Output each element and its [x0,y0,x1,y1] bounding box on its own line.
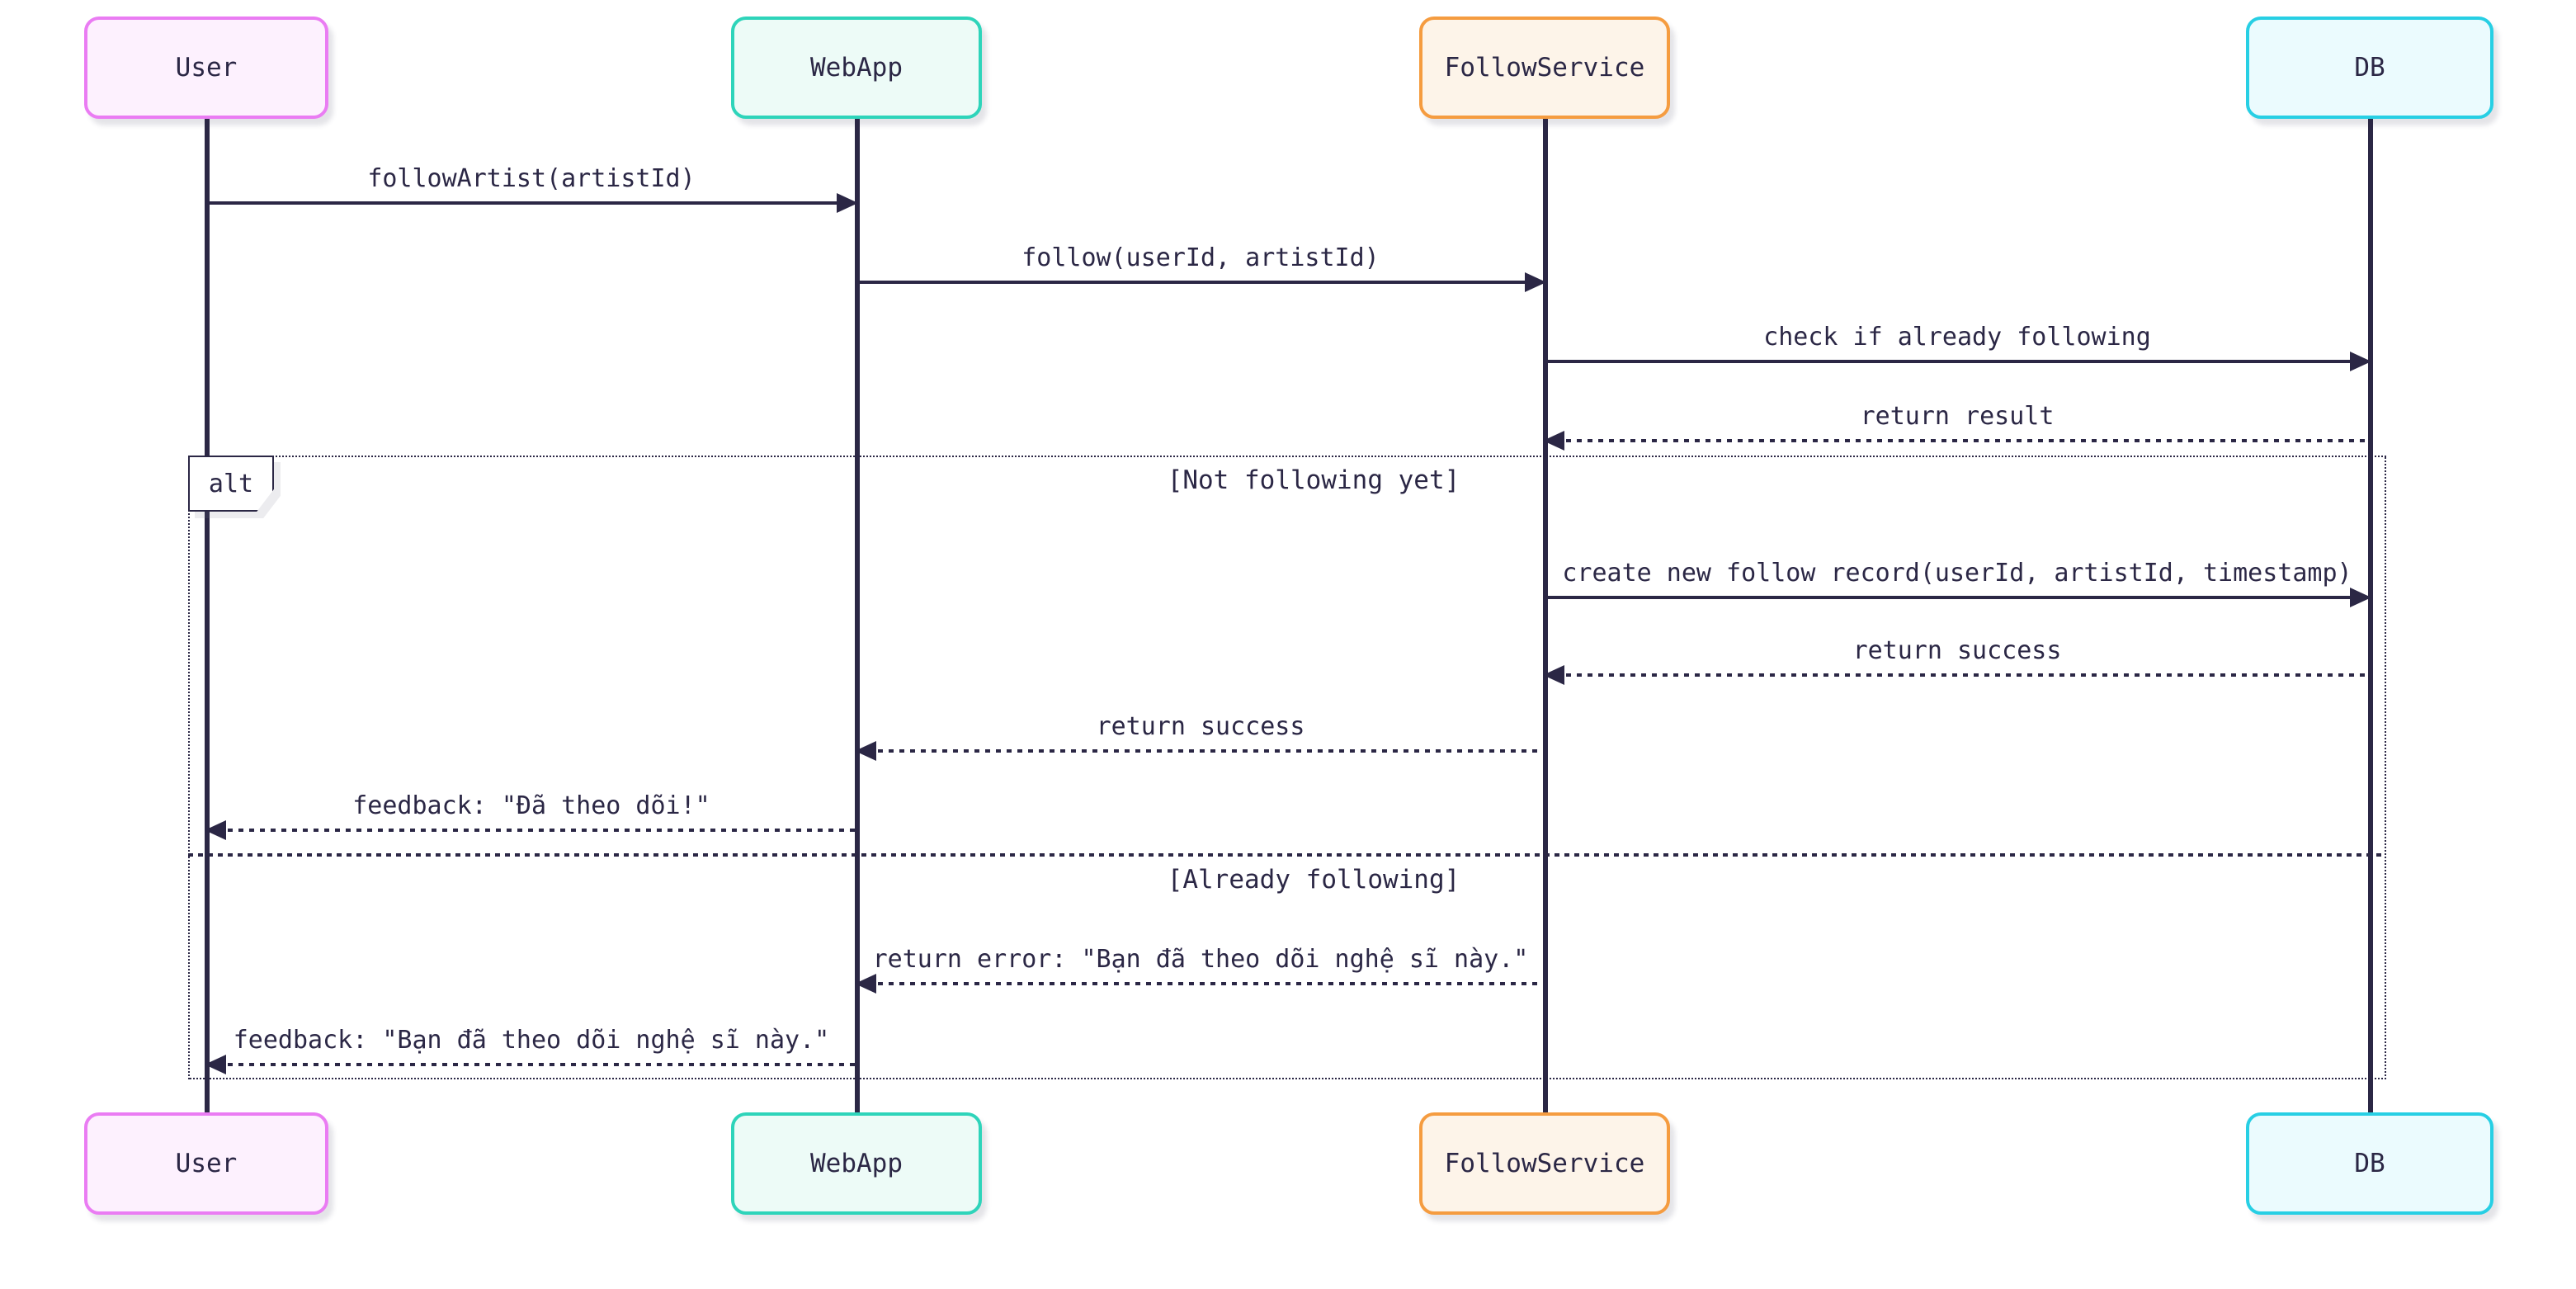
alt-condition-already-following: [Already following] [1167,865,1460,895]
arrowhead-left-icon [205,819,226,840]
message-label: return success [1096,711,1305,741]
message-label: return error: "Bạn đã theo dõi nghệ sĩ n… [872,944,1529,974]
arrowhead-right-icon [2350,351,2371,371]
message-check-following: check if already following [1545,310,2371,376]
message-line [1545,595,2370,599]
actor-user-bottom: User [84,1112,328,1215]
message-follow: follow(userId, artistId) [856,231,1546,297]
message-label: feedback: "Đã theo dõi!" [352,791,710,820]
message-follow-artist: followArtist(artistId) [206,152,858,218]
alt-label-text: alt [208,469,254,498]
message-create-record: create new follow record(userId, artistI… [1545,546,2371,612]
alt-frame [188,456,2386,1079]
arrowhead-right-icon [2350,587,2371,607]
actor-label: FollowService [1444,1149,1645,1178]
actor-label: User [175,53,238,83]
actor-db-bottom: DB [2246,1112,2493,1215]
message-line [1545,673,2370,677]
message-line [1545,438,2370,442]
alt-condition-not-following: [Not following yet] [1167,465,1460,495]
actor-label: User [175,1149,238,1178]
message-label: return result [1860,401,2055,431]
actor-label: DB [2354,1149,2385,1178]
actor-label: WebApp [810,1149,903,1178]
lifeline-db [2368,119,2372,1112]
message-return-success-db: return success [1543,624,2370,690]
message-label: create new follow record(userId, artistI… [1562,558,2352,588]
arrowhead-left-icon [855,973,876,994]
message-line [206,1062,856,1066]
message-line [206,201,856,205]
alt-label: alt [188,456,274,512]
alt-divider [188,853,2386,857]
arrowhead-left-icon [1543,664,1564,685]
actor-webapp-top: WebApp [731,17,982,119]
message-line [1545,359,2370,363]
message-label: feedback: "Bạn đã theo dõi nghệ sĩ này." [233,1025,830,1055]
lifeline-webapp [855,119,859,1112]
message-label: followArtist(artistId) [367,163,696,193]
actor-label: FollowService [1444,53,1645,83]
actor-label: WebApp [810,53,903,83]
message-return-error: return error: "Bạn đã theo dõi nghệ sĩ n… [855,933,1545,999]
lifeline-user [205,119,209,1112]
actor-followservice-top: FollowService [1419,17,1670,119]
arrowhead-left-icon [1543,430,1564,451]
arrowhead-left-icon [205,1054,226,1074]
lifeline-followservice [1543,119,1547,1112]
actor-webapp-bottom: WebApp [731,1112,982,1215]
message-feedback-already: feedback: "Bạn đã theo dõi nghệ sĩ này." [205,1013,856,1079]
actor-db-top: DB [2246,17,2493,119]
message-return-result: return result [1543,390,2370,456]
message-line [856,981,1545,985]
message-line [856,280,1545,284]
message-feedback-followed: feedback: "Đã theo dõi!" [205,779,856,845]
actor-label: DB [2354,53,2385,83]
actor-followservice-bottom: FollowService [1419,1112,1670,1215]
actor-user-top: User [84,17,328,119]
message-label: check if already following [1763,322,2151,352]
arrowhead-left-icon [855,740,876,761]
message-label: return success [1852,635,2062,665]
message-line [206,828,856,832]
arrowhead-right-icon [837,192,858,213]
arrowhead-right-icon [1525,271,1546,292]
message-label: follow(userId, artistId) [1021,243,1380,272]
message-line [856,748,1545,753]
message-return-success-service: return success [855,700,1545,766]
